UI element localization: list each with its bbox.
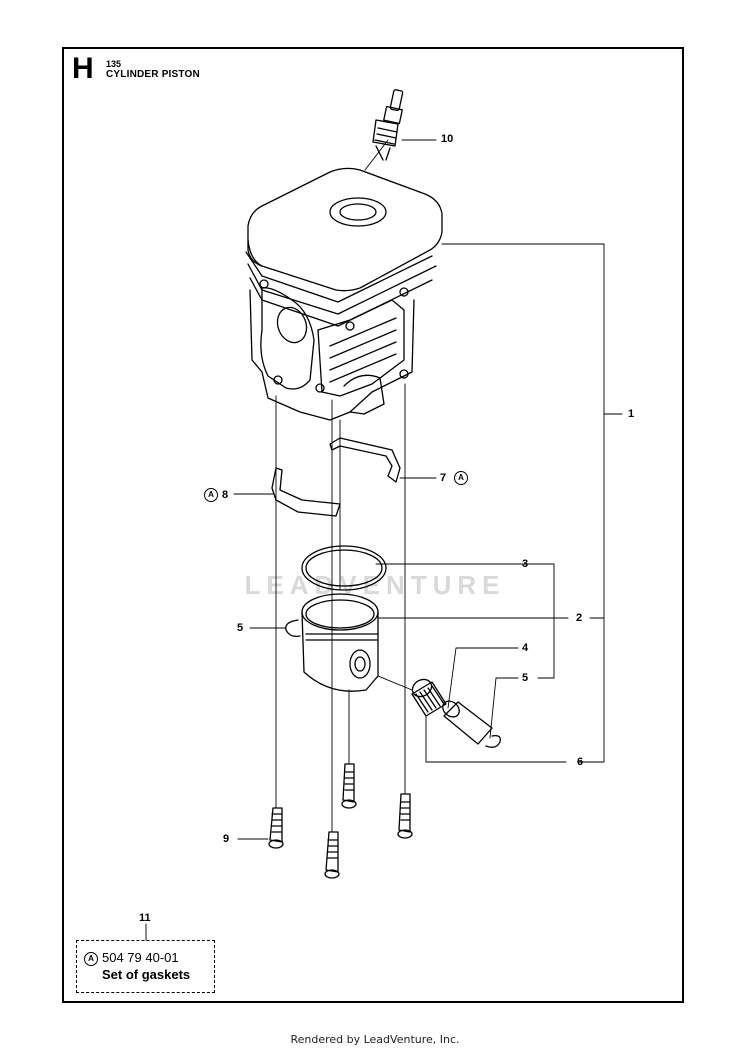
needle-bearing[interactable] <box>409 676 447 717</box>
bolt-a[interactable] <box>268 807 284 849</box>
footer-credit: Rendered by LeadVenture, Inc. <box>290 1033 460 1046</box>
callout-6: 6 <box>577 756 584 768</box>
leader-lines <box>145 139 623 941</box>
piston-ring[interactable] <box>301 545 387 591</box>
marker-a-7: A <box>454 471 468 485</box>
diagram-frame <box>62 47 684 1003</box>
marker-a-8: A <box>204 488 218 502</box>
kit-marker-a: A <box>84 948 98 966</box>
section-title: CYLINDER PISTON <box>106 69 200 80</box>
callout-5-right: 5 <box>522 672 529 684</box>
callout-2: 2 <box>576 612 583 624</box>
callout-4: 4 <box>522 642 529 654</box>
callout-7: 7 <box>440 472 447 484</box>
gasket-left[interactable] <box>271 467 341 517</box>
callout-11: 11 <box>139 912 151 924</box>
marker-a-icon: A <box>84 952 98 966</box>
circlip-left[interactable] <box>285 619 301 638</box>
callout-10: 10 <box>441 133 454 145</box>
bolt-c[interactable] <box>341 763 357 809</box>
callout-9: 9 <box>223 833 230 845</box>
marker-a-icon: A <box>454 471 468 485</box>
gasket-right[interactable] <box>329 437 401 483</box>
cylinder[interactable] <box>245 167 443 421</box>
callout-1: 1 <box>628 408 635 420</box>
model-number: 135 <box>106 59 122 69</box>
circlip-right[interactable] <box>485 734 501 748</box>
bolt-d[interactable] <box>397 793 413 839</box>
kit-part-number: 504 79 40-01 <box>102 950 179 965</box>
piston[interactable] <box>301 593 379 692</box>
marker-a-icon: A <box>204 488 218 502</box>
kit-description: Set of gaskets <box>102 967 191 982</box>
bolt-b[interactable] <box>324 831 340 879</box>
section-letter: H <box>72 52 94 85</box>
assembly-lines <box>275 139 413 833</box>
piston-pin[interactable] <box>440 698 493 745</box>
callout-3: 3 <box>522 558 529 570</box>
spark-plug[interactable] <box>372 89 404 161</box>
kit-box[interactable] <box>76 940 215 993</box>
callout-8: 8 <box>222 489 229 501</box>
callout-5-left: 5 <box>237 622 244 634</box>
